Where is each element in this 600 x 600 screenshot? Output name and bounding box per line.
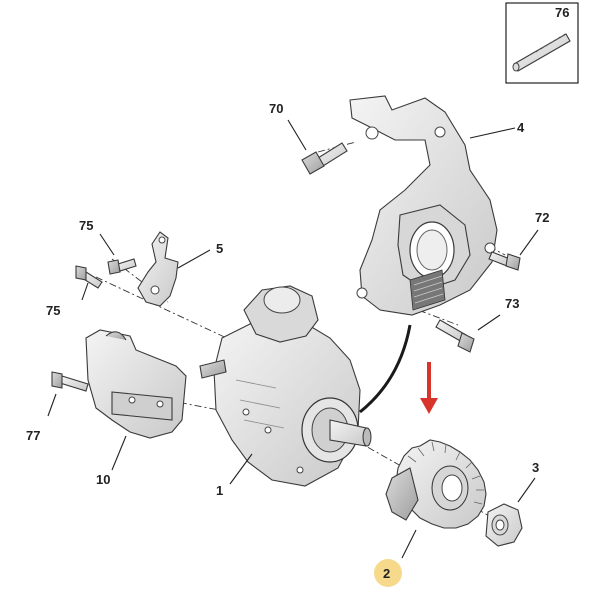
callout-72: 72 bbox=[535, 210, 549, 225]
pump-mount-bracket bbox=[85, 329, 187, 439]
callout-2: 2 bbox=[383, 566, 390, 581]
callout-5: 5 bbox=[216, 241, 223, 256]
bolt-72-icon bbox=[488, 251, 521, 271]
callout-70: 70 bbox=[269, 101, 283, 116]
callout-75-upper: 75 bbox=[79, 218, 93, 233]
callout-3: 3 bbox=[532, 460, 539, 475]
high-pressure-pump bbox=[199, 285, 372, 487]
callout-73: 73 bbox=[505, 296, 519, 311]
bolt-70-icon bbox=[301, 142, 348, 175]
pump-bracket bbox=[349, 95, 498, 316]
callout-2-highlight bbox=[374, 559, 402, 587]
callout-75-lower: 75 bbox=[46, 303, 60, 318]
pipe bbox=[359, 324, 412, 414]
bolt-77-icon bbox=[51, 371, 89, 392]
sprocket bbox=[385, 439, 487, 529]
bolt-73-icon bbox=[435, 319, 475, 353]
direction-arrow-icon bbox=[420, 362, 438, 414]
bolt-75-upper-icon bbox=[107, 258, 137, 275]
inset-stud-box: 76 bbox=[505, 2, 579, 84]
callout-labels: 70 4 72 75 5 75 73 77 10 1 3 2 bbox=[26, 101, 549, 581]
leader-lines bbox=[47, 119, 539, 559]
callout-77: 77 bbox=[26, 428, 40, 443]
support-bracket bbox=[137, 231, 179, 307]
bolt-75-lower-icon bbox=[75, 265, 103, 289]
callout-10: 10 bbox=[96, 472, 110, 487]
nut-icon bbox=[485, 503, 523, 547]
callout-76: 76 bbox=[555, 5, 569, 20]
callout-1: 1 bbox=[216, 483, 223, 498]
callout-4: 4 bbox=[517, 120, 525, 135]
stud-icon bbox=[512, 33, 571, 72]
